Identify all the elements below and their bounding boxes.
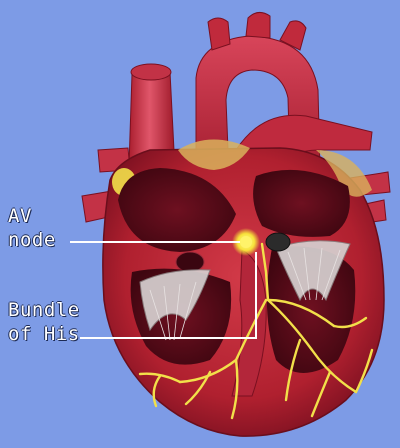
aortic-branch-2: [246, 12, 270, 38]
vena-cava-opening: [131, 64, 171, 80]
bundle-of-his-label-line-2: of His: [8, 322, 80, 346]
aortic-branch-1: [208, 18, 230, 50]
bundle-of-his-label-line-1: Bundle: [8, 298, 80, 322]
left-atrium-cavity: [253, 170, 350, 237]
bundle-of-his-origin: [266, 233, 290, 251]
av-node-label-line-2: node: [8, 228, 56, 252]
bundle-of-his-label: Bundle of His: [8, 298, 80, 346]
av-node-label-line-1: AV: [8, 204, 56, 228]
av-node-label: AV node: [8, 204, 56, 252]
coronary-sinus-opening: [176, 252, 204, 272]
av-node: [240, 236, 252, 248]
